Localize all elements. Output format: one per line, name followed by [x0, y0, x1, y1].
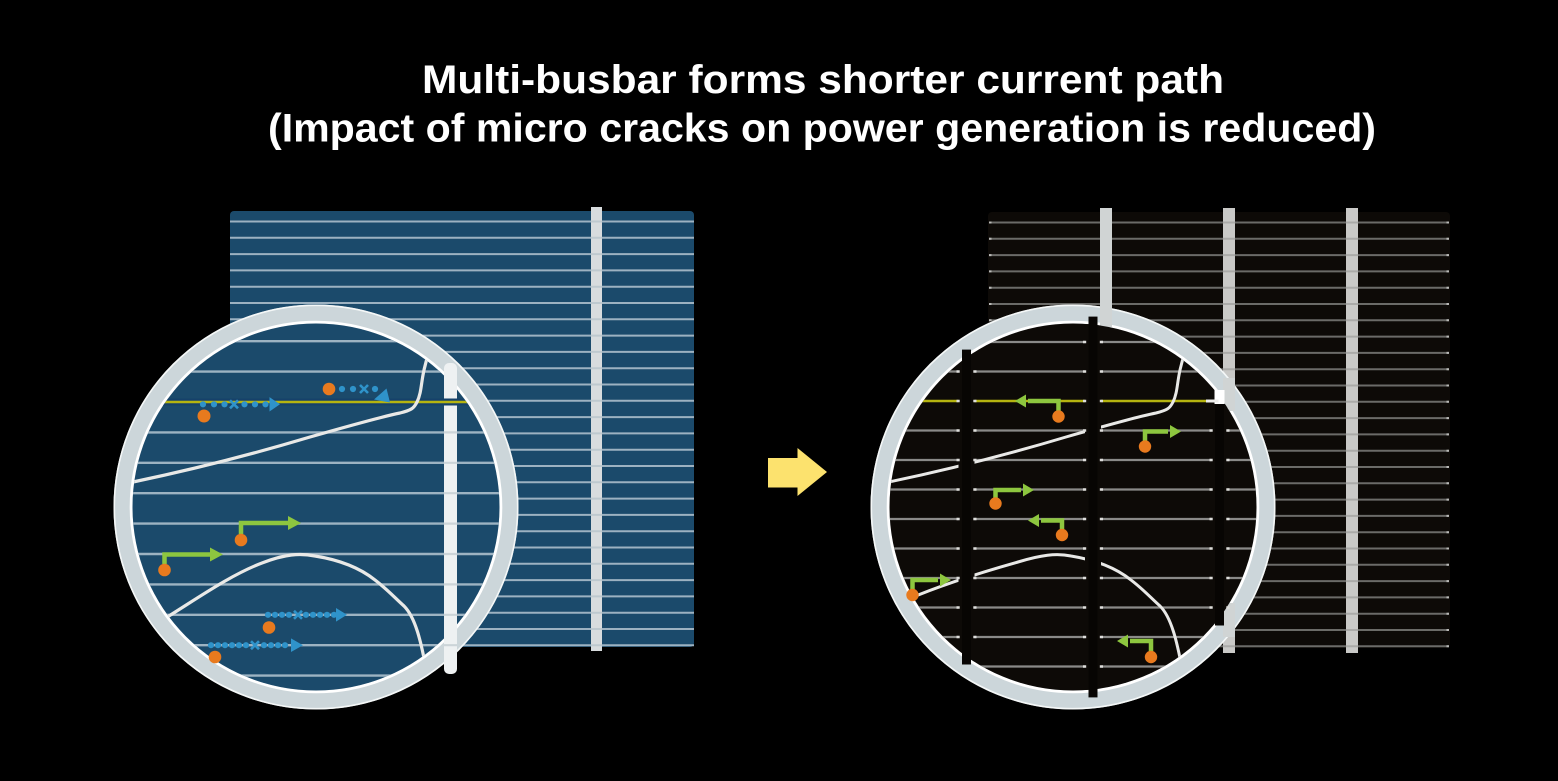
svg-text:Multi-busbar forms shorter cur: Multi-busbar forms shorter current path	[422, 58, 1224, 102]
svg-text:(Impact of micro cracks on pow: (Impact of micro cracks on power generat…	[268, 107, 1376, 151]
